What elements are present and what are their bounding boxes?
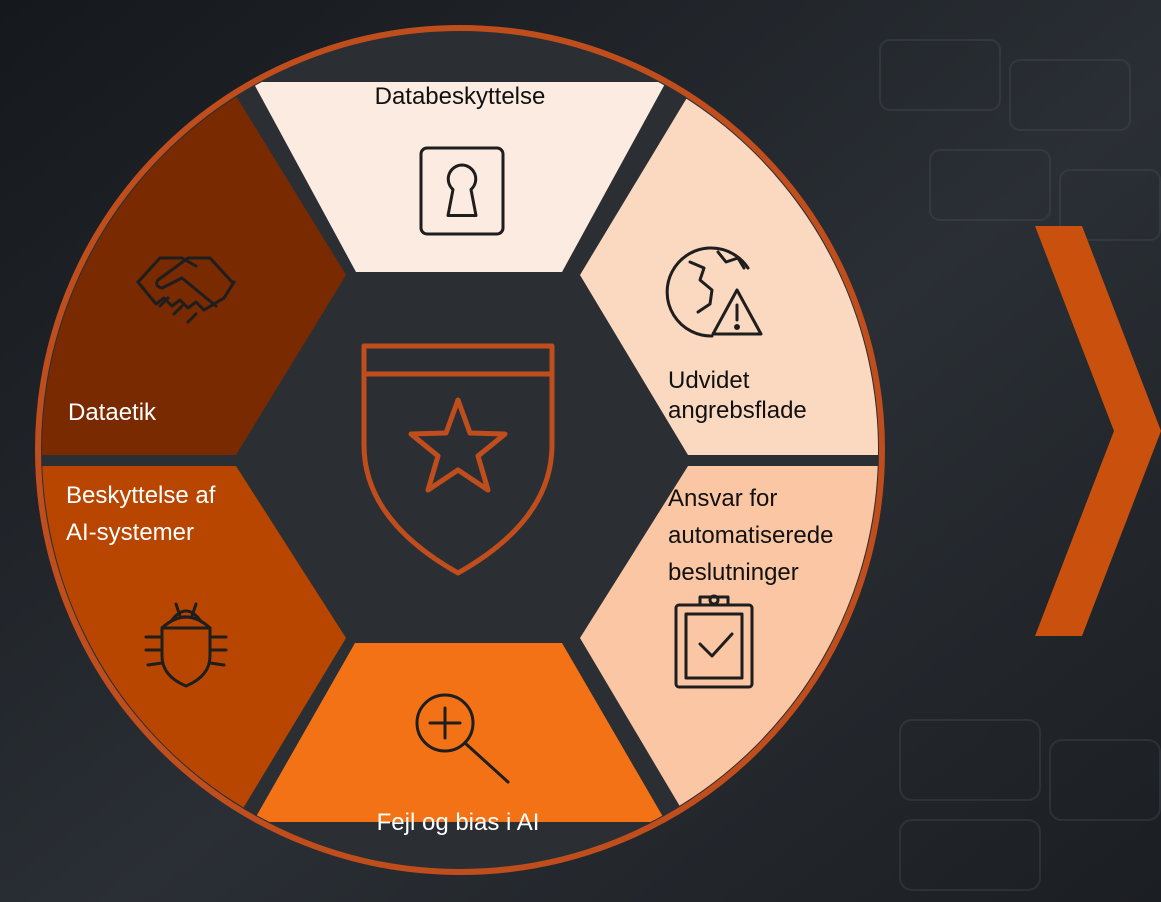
keyhole-icon [419, 146, 505, 236]
wheel-ring [35, 25, 885, 875]
label-beskyttelse-af: Beskyttelse af [66, 482, 216, 509]
bug-icon [144, 602, 228, 688]
magnifier-plus-icon [415, 693, 510, 784]
label-databeskyttelse: Databeskyttelse [375, 83, 546, 110]
label-dataetik: Dataetik [68, 399, 157, 426]
label-ansvar-for: Ansvar for [668, 485, 777, 512]
label-fejl-bias: Fejl og bias i AI [377, 809, 540, 836]
globe-warning-icon [665, 246, 763, 338]
label-udvidet: Udvidet [668, 367, 750, 394]
label-angrebsflade: angrebsflade [668, 397, 807, 424]
label-beslutninger: beslutninger [668, 559, 799, 586]
clipboard-check-icon [674, 594, 754, 689]
chevron-right-icon [1035, 226, 1161, 636]
segment-fejl-bias [253, 643, 666, 822]
segment-databeskyttelse [253, 82, 666, 272]
label-ai-systemer: AI-systemer [66, 519, 194, 546]
shield-star-icon [361, 343, 555, 576]
background-keys [879, 39, 1161, 891]
label-automatiserede: automatiserede [668, 522, 833, 549]
handshake-icon [136, 256, 236, 324]
